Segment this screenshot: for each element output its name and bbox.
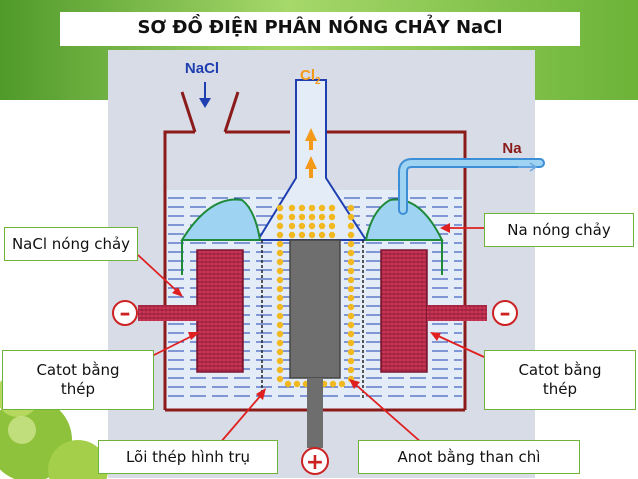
bubble bbox=[276, 312, 284, 320]
bubble bbox=[276, 294, 284, 302]
bubble bbox=[276, 231, 284, 239]
bubble bbox=[276, 249, 284, 257]
bubble bbox=[293, 380, 301, 388]
bubble bbox=[284, 380, 292, 388]
bubble bbox=[347, 339, 355, 347]
title-box bbox=[60, 12, 580, 46]
bubble bbox=[347, 258, 355, 266]
bubble bbox=[308, 204, 316, 212]
bubble bbox=[347, 267, 355, 275]
bubble bbox=[318, 222, 326, 230]
callout-anode: Anot bằng than chì bbox=[358, 440, 580, 474]
cathode-right-rod bbox=[427, 305, 487, 321]
bubble bbox=[298, 222, 306, 230]
bubble bbox=[288, 204, 296, 212]
bubble bbox=[347, 240, 355, 248]
cathode-left-block bbox=[196, 249, 244, 373]
sodium-flow-arrow bbox=[518, 162, 538, 172]
bubble bbox=[347, 249, 355, 257]
bubble bbox=[318, 213, 326, 221]
steel-core-mesh bbox=[261, 240, 364, 400]
bubble bbox=[276, 375, 284, 383]
bubble bbox=[308, 213, 316, 221]
bubble bbox=[347, 321, 355, 329]
product-label: Na bbox=[502, 140, 522, 157]
bubble bbox=[276, 321, 284, 329]
bubble bbox=[328, 231, 336, 239]
feed-arrow bbox=[199, 82, 211, 108]
bubble bbox=[347, 303, 355, 311]
bubble bbox=[276, 357, 284, 365]
bubble bbox=[347, 276, 355, 284]
anode-block bbox=[289, 239, 341, 379]
bubble bbox=[347, 231, 355, 239]
bubble bbox=[328, 213, 336, 221]
bubble bbox=[288, 222, 296, 230]
bubble bbox=[298, 231, 306, 239]
negative-terminal-left: – bbox=[112, 300, 138, 326]
bubble bbox=[328, 204, 336, 212]
bubble bbox=[347, 357, 355, 365]
bubble bbox=[276, 366, 284, 374]
bubble bbox=[288, 231, 296, 239]
bubble bbox=[347, 222, 355, 230]
bubble bbox=[276, 267, 284, 275]
cathode-right-block bbox=[380, 249, 428, 373]
bubble bbox=[328, 222, 336, 230]
bubble bbox=[276, 213, 284, 221]
page-title: SƠ ĐỒ ĐIỆN PHÂN NÓNG CHẢY NaCl bbox=[137, 17, 503, 38]
bubble bbox=[347, 294, 355, 302]
bubble bbox=[308, 231, 316, 239]
bubble bbox=[347, 213, 355, 221]
bubble bbox=[276, 330, 284, 338]
cathode-left-rod bbox=[138, 305, 198, 321]
chlorine-bubbles bbox=[276, 204, 355, 388]
callout-steel-core: Lõi thép hình trụ bbox=[98, 440, 278, 474]
callout-molten-na: Na nóng chảy bbox=[484, 213, 634, 247]
bubble bbox=[318, 204, 326, 212]
positive-sign: + bbox=[306, 450, 324, 475]
bubble bbox=[318, 231, 326, 239]
bubble bbox=[347, 366, 355, 374]
bubble bbox=[276, 240, 284, 248]
bubble bbox=[347, 330, 355, 338]
bubble bbox=[276, 285, 284, 293]
callout-cathode-right: Catot bằng thép bbox=[484, 350, 636, 410]
bubble bbox=[347, 285, 355, 293]
bubble bbox=[276, 276, 284, 284]
bubble bbox=[288, 213, 296, 221]
anode-rod bbox=[307, 378, 323, 448]
bubble bbox=[338, 380, 346, 388]
chlorine-up-arrows bbox=[305, 128, 317, 178]
negative-terminal-right: – bbox=[492, 300, 518, 326]
callout-molten-nacl: NaCl nóng chảy bbox=[4, 227, 138, 261]
bubble bbox=[329, 380, 337, 388]
bubble bbox=[276, 339, 284, 347]
gas-label-sub: 2 bbox=[315, 76, 321, 87]
negative-sign-left: – bbox=[120, 301, 131, 326]
bubble bbox=[276, 222, 284, 230]
callout-cathode-left: Catot bằng thép bbox=[2, 350, 154, 410]
sodium-collector-left bbox=[180, 198, 262, 275]
bubble bbox=[298, 213, 306, 221]
bubble bbox=[347, 348, 355, 356]
gas-label: Cl2 bbox=[300, 67, 321, 87]
bubble bbox=[347, 312, 355, 320]
bubble bbox=[347, 204, 355, 212]
feed-label: NaCl bbox=[185, 60, 219, 77]
bubble bbox=[276, 348, 284, 356]
bubble bbox=[276, 303, 284, 311]
bubble bbox=[298, 204, 306, 212]
bubble bbox=[308, 222, 316, 230]
bubble bbox=[276, 258, 284, 266]
callout-arrows bbox=[137, 223, 490, 444]
gas-label-main: Cl bbox=[300, 67, 315, 84]
sodium-outlet-pipe-inner bbox=[400, 160, 543, 213]
negative-sign-right: – bbox=[500, 301, 511, 326]
bubble bbox=[276, 204, 284, 212]
positive-terminal: + bbox=[301, 447, 329, 475]
sodium-collector-right bbox=[364, 198, 444, 275]
